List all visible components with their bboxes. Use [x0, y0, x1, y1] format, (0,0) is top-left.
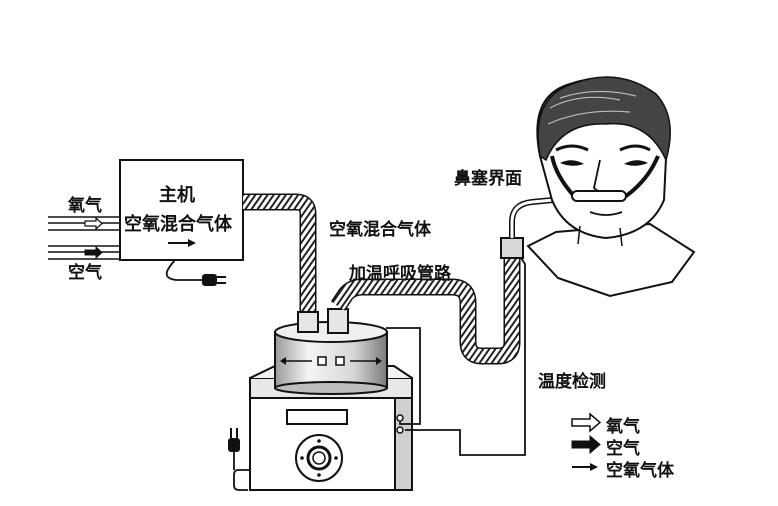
- host-power-cord: [165, 259, 202, 281]
- heated-tube-label: 加温呼吸管路: [349, 264, 451, 284]
- air-inlet-label: 空气: [68, 263, 102, 283]
- sensor-connector-upper: [396, 414, 404, 422]
- oxygen-inlet-arrow: [84, 216, 103, 231]
- nasal-cannula: [571, 190, 627, 202]
- humidifier-chamber: [274, 321, 388, 395]
- legend-symbols: [571, 412, 602, 471]
- legend-air-label: 空气: [606, 439, 640, 459]
- temperature-probe-wire: [405, 257, 526, 456]
- legend-mixed-label: 空氧气体: [606, 461, 674, 481]
- chamber-outlet-port: [327, 308, 349, 334]
- legend-air-arrow: [571, 434, 601, 455]
- temperature-monitor-label: 温度检测: [538, 372, 606, 392]
- mixed-gas-label: 空氧混合气体: [329, 220, 431, 240]
- mixed-gas-tube: [243, 193, 317, 318]
- cannula-strap: [550, 155, 660, 198]
- host-title: 主机: [159, 185, 195, 206]
- host-subtitle: 空氧混合气体: [124, 214, 232, 235]
- base-power-plug: [228, 428, 240, 470]
- legend-oxygen-label: 氧气: [606, 417, 640, 437]
- chamber-inlet-port: [297, 311, 319, 333]
- host-flow-arrowhead: [188, 239, 196, 247]
- air-inlet-arrow: [84, 245, 103, 260]
- legend-oxygen-arrow: [571, 412, 602, 433]
- tube-connector: [500, 237, 524, 259]
- inlet-lines: [48, 216, 120, 260]
- patient-head: [526, 76, 696, 298]
- host-power-plug: [202, 274, 226, 286]
- control-dial: [295, 434, 343, 482]
- oxygen-inlet-label: 氧气: [68, 196, 102, 216]
- nasal-interface-label: 鼻塞界面: [454, 169, 522, 189]
- base-power-cord: [233, 469, 250, 491]
- display-window: [286, 409, 348, 425]
- sensor-connector-lower: [396, 426, 404, 434]
- temperature-sensor-wire: [386, 327, 421, 425]
